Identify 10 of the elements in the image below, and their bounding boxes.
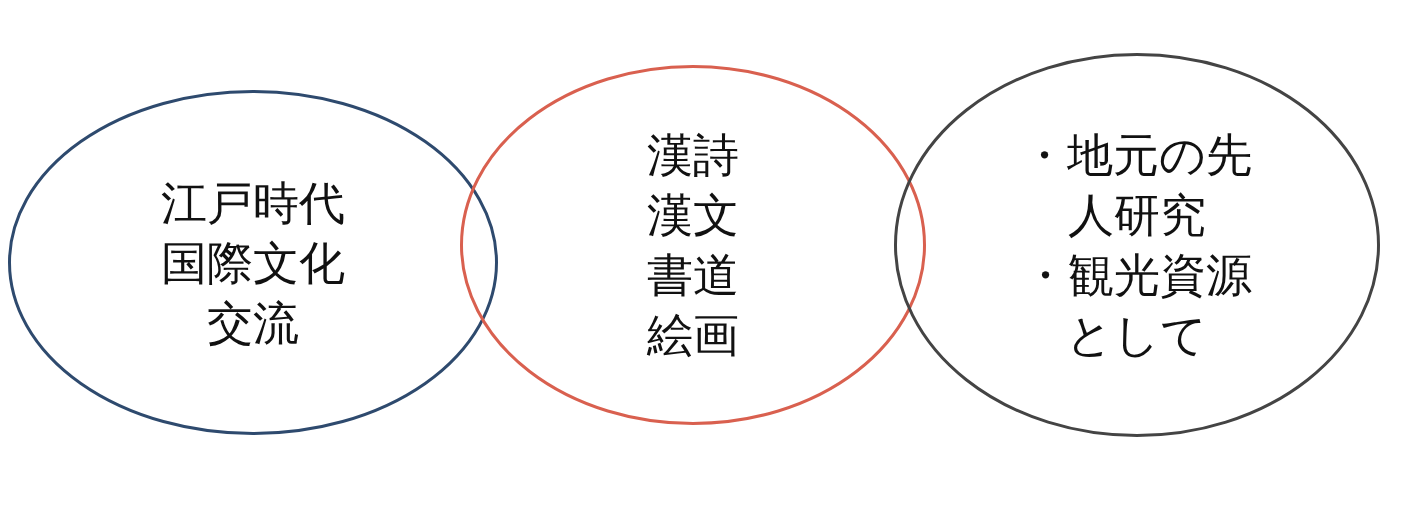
node-text: ・観光資源として xyxy=(1021,247,1253,364)
node-text: 書道 xyxy=(646,247,740,304)
node-text: 江戸時代国際文化交流 xyxy=(160,174,346,352)
node-text: 絵画 xyxy=(646,307,740,364)
node-text: 漢詩 xyxy=(646,127,740,184)
oval-node xyxy=(894,53,1380,437)
node-text: ・地元の先人研究 xyxy=(1020,127,1254,244)
node-text: 漢文 xyxy=(646,187,740,244)
oval-node xyxy=(460,65,926,425)
oval-node xyxy=(8,90,498,435)
